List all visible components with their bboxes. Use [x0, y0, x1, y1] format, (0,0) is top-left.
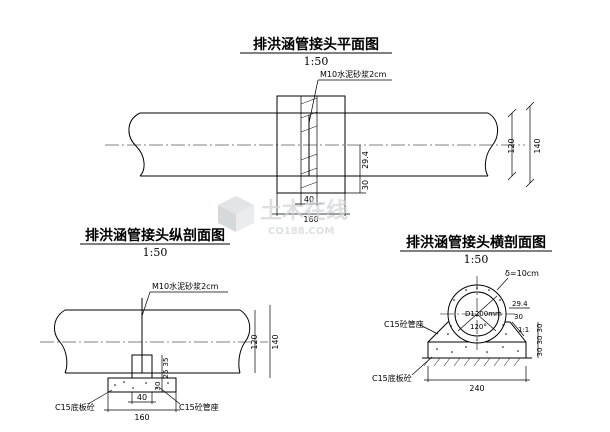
cross-diameter: D1200mm: [465, 310, 502, 318]
plan-title: 排洪涵管接头平面图: [253, 36, 379, 53]
plan-dim-30: 30: [361, 180, 370, 190]
plan-dim-29-4: 29.4: [361, 151, 370, 169]
cross-concrete-hatch: [436, 333, 519, 353]
cross-angle-ray-left: [457, 313, 478, 332]
cross-dim-30a: 30: [536, 348, 544, 357]
long-dim-35: 35: [162, 358, 170, 367]
long-title: 排洪涵管接头纵剖面图: [85, 227, 225, 244]
watermark-text: 土木在线: [260, 198, 348, 224]
long-pipe-right-break: [238, 309, 251, 374]
watermark: 土木在线 CO188.COM: [218, 196, 348, 237]
cross-delta: δ=10cm: [505, 269, 539, 278]
plan-dim-140: 140: [533, 138, 542, 153]
cross-delta-leader: [496, 277, 509, 291]
long-label-base: C15底板砼: [55, 402, 95, 412]
cross-diameter-leader: [476, 295, 498, 315]
long-dim-140: 140: [271, 334, 280, 349]
long-dim-40: 40: [137, 393, 147, 402]
long-note-mortar: M10水泥砂浆2cm: [152, 281, 219, 291]
plan-pipe-left-break: [128, 112, 145, 177]
plan-mortar-band: [300, 95, 318, 194]
long-pipe-left-break: [54, 309, 68, 374]
plan-note-mortar: M10水泥砂浆2cm: [320, 69, 387, 79]
cross-angle-ray-right: [476, 313, 497, 332]
plan-dim-160: 160: [303, 215, 318, 224]
long-dim-160: 160: [134, 413, 149, 422]
cross-dim-30: 30: [514, 313, 523, 321]
watermark-logo-icon: [218, 196, 254, 232]
plan-dim-120: 120: [507, 138, 516, 153]
long-base-slab: [107, 377, 177, 393]
plan-view: 排洪涵管接头平面图 1:50 M10水泥砂浆2cm 120: [105, 36, 542, 224]
cross-label-base: C15底板砼: [372, 373, 412, 383]
cross-slope: 1:1: [518, 326, 529, 334]
long-base-hatch: [114, 381, 169, 389]
cross-section: 排洪涵管接头横剖面图 1:50: [372, 234, 552, 393]
long-note-leader: [141, 291, 151, 317]
cross-title: 排洪涵管接头横剖面图: [406, 234, 546, 251]
plan-dim-40: 40: [304, 195, 314, 204]
plan-collar: [276, 95, 346, 194]
cross-dim-30c: 30: [536, 324, 544, 333]
cross-dim-240: 240: [469, 384, 484, 393]
long-scale: 1:50: [143, 246, 168, 259]
cross-dim-29-4: 29.4: [512, 300, 528, 308]
watermark-url: CO188.COM: [268, 226, 334, 237]
cross-scale: 1:50: [464, 253, 489, 266]
cross-dim-30b: 30: [536, 336, 544, 345]
plan-scale: 1:50: [304, 55, 329, 68]
longitudinal-section: 排洪涵管接头纵剖面图 1:50 M10水泥砂浆2cm 120 140 30 25: [40, 227, 280, 422]
plan-pipe-right-break: [484, 112, 498, 177]
cross-pipe-wall-hatch: [450, 287, 504, 341]
cross-ground-hatch: [423, 357, 521, 367]
long-dim-30: 30: [154, 382, 162, 391]
cross-slope-leader: [511, 321, 525, 337]
plan-note-leader: [308, 79, 319, 124]
long-dim-120: 120: [250, 334, 259, 349]
long-dim-25: 25: [162, 370, 170, 379]
cross-label-seat: C15砼管座: [384, 319, 424, 329]
long-label-seat: C15砼管座: [179, 402, 219, 412]
cross-angle: 120°: [470, 323, 487, 331]
